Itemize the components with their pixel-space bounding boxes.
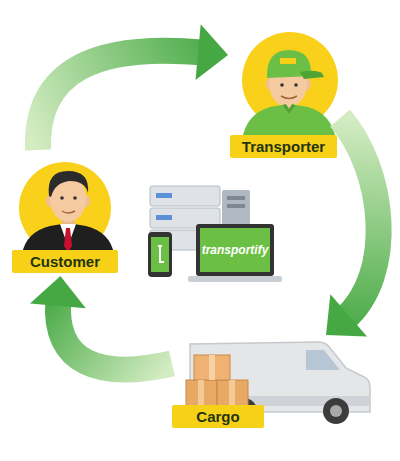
flow-arrow-body bbox=[58, 300, 172, 370]
eye bbox=[280, 83, 284, 87]
cargo-box bbox=[186, 380, 217, 407]
server-light bbox=[156, 193, 172, 198]
flow-arrow-body bbox=[38, 51, 204, 150]
server-unit bbox=[150, 186, 220, 206]
server-light bbox=[156, 215, 172, 220]
platform-figure bbox=[148, 186, 282, 282]
cargo-box bbox=[217, 380, 248, 407]
eye bbox=[73, 196, 77, 200]
wheel-hub bbox=[330, 405, 342, 417]
actor-node: Cargo bbox=[172, 335, 372, 430]
hair bbox=[49, 171, 89, 197]
box-tape bbox=[229, 380, 235, 407]
phone bbox=[148, 232, 172, 277]
flow-arrow bbox=[30, 276, 172, 370]
laptop-base bbox=[188, 276, 282, 282]
flow-arrow bbox=[38, 24, 228, 150]
arrow-head bbox=[30, 276, 86, 308]
box-tape bbox=[198, 380, 204, 407]
eye bbox=[294, 83, 298, 87]
laptop-frame bbox=[196, 224, 274, 276]
tie bbox=[64, 228, 72, 252]
collar bbox=[282, 104, 296, 114]
actor-node: Transporter bbox=[228, 20, 340, 160]
mouth bbox=[62, 211, 75, 213]
customer-figure bbox=[19, 162, 114, 254]
arrow-head bbox=[196, 24, 228, 80]
actor-label: Customer bbox=[12, 250, 118, 273]
transporter-figure bbox=[242, 32, 338, 140]
mouth bbox=[281, 96, 297, 99]
van-window bbox=[306, 350, 340, 370]
arrow-head bbox=[326, 294, 367, 336]
actor-label: Transporter bbox=[230, 135, 337, 158]
brand-label: transportify bbox=[197, 242, 273, 258]
actor-label: Cargo bbox=[172, 405, 264, 428]
server-slot bbox=[227, 204, 245, 208]
wheel bbox=[323, 398, 349, 424]
flow-arrow-body bbox=[340, 118, 379, 319]
box-tape bbox=[209, 355, 215, 380]
server-slot bbox=[227, 196, 245, 200]
server-tower bbox=[222, 190, 250, 226]
actor-node: Customer bbox=[10, 150, 122, 276]
eye bbox=[60, 196, 64, 200]
cap-visor bbox=[300, 71, 324, 79]
cargo-box bbox=[194, 355, 230, 380]
phone-screen bbox=[151, 237, 169, 272]
cap-badge bbox=[280, 58, 296, 64]
phone-logo bbox=[158, 246, 164, 262]
